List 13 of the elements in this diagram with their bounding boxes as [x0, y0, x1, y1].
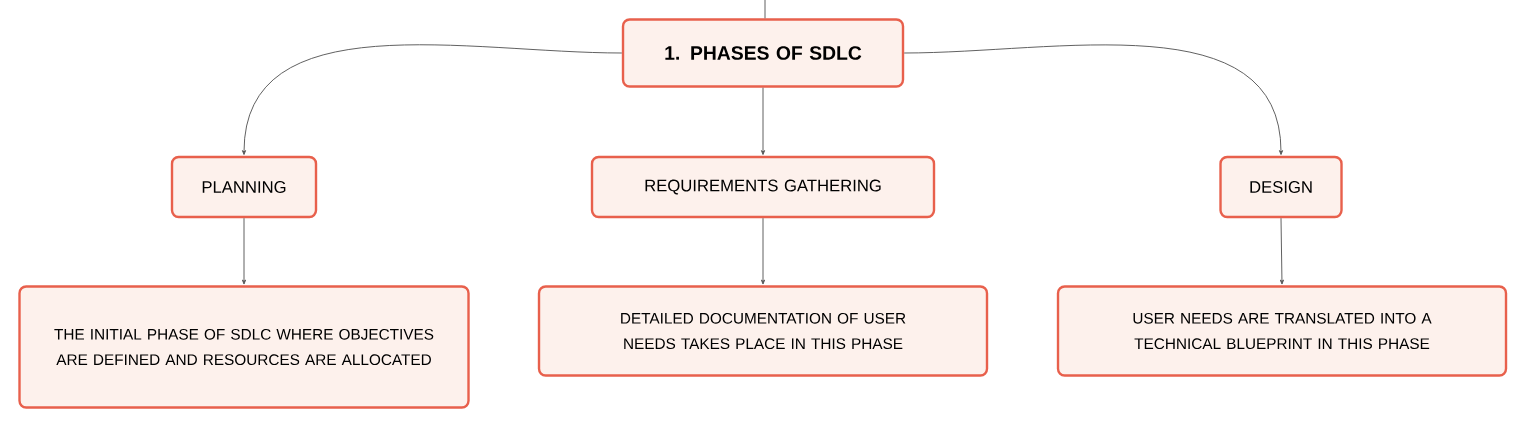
- description-box: DETAILED DOCUMENTATION OF USER NEEDS TAKES PLACE IN THIS PHASE: [537, 285, 989, 377]
- arrow: [1279, 217, 1284, 285]
- arrow: [241, 217, 247, 285]
- phase-box: DESIGN: [1219, 155, 1343, 219]
- description-box: THE INITIAL PHASE OF SDLC WHERE OBJECTIVES ARE DEFINED AND RESOURCES ARE ALLOCATED: [18, 285, 470, 409]
- arrow: [760, 217, 766, 285]
- phase-box: PLANNING: [170, 155, 318, 219]
- arrow: [760, 87, 766, 155]
- description-box: USER NEEDS ARE TRANSLATED INTO A TECHNICAL BLUEPRINT IN THIS PHASE: [1056, 285, 1508, 377]
- phase-box: REQUIREMENTS GATHERING: [590, 155, 936, 219]
- arrow: [241, 44, 623, 155]
- arrow: [903, 44, 1284, 155]
- title-box: 1. PHASES OF SDLC: [621, 18, 905, 88]
